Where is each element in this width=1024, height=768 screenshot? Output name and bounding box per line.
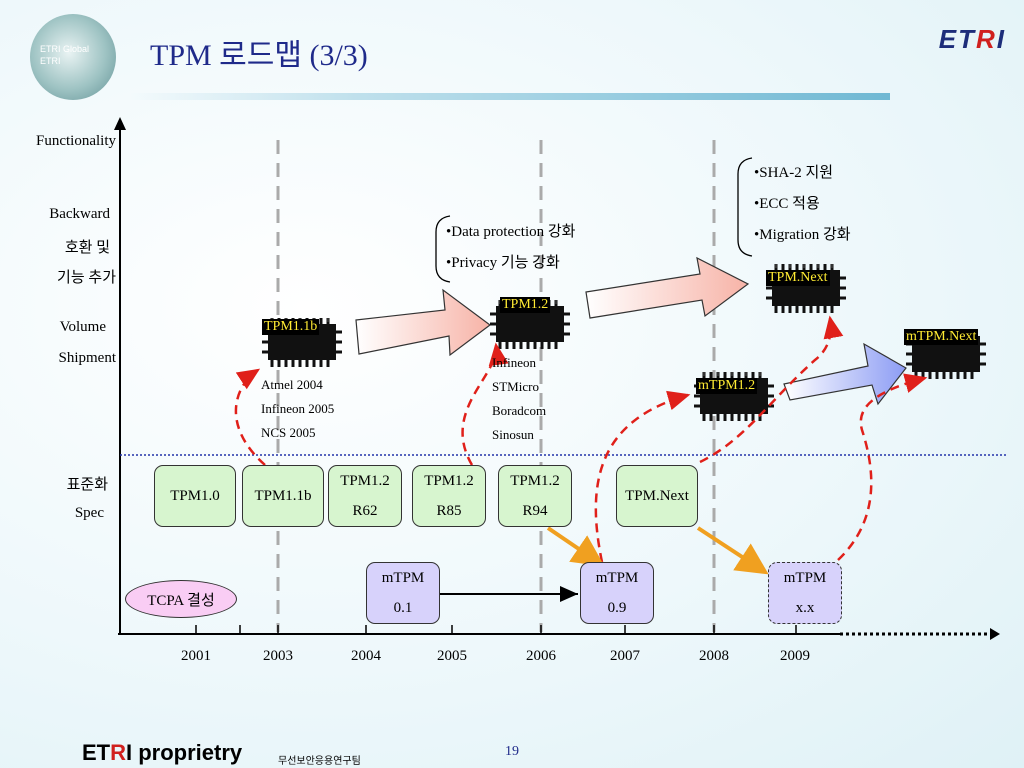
year-label: 2006 bbox=[526, 648, 556, 664]
feature-item: •SHA-2 지원 bbox=[754, 165, 834, 181]
logo-r: R bbox=[975, 24, 997, 54]
label-backward-1: Backward bbox=[49, 206, 110, 222]
footer-team: 무선보안응용연구팀 bbox=[278, 756, 361, 767]
feature-list-next: •SHA-2 지원 •ECC 적용 •Migration 강화 bbox=[754, 158, 851, 251]
x-axis-arrow bbox=[990, 628, 1000, 640]
year-label: 2007 bbox=[610, 648, 640, 664]
vendor-item: Atmel 2004 bbox=[261, 377, 323, 392]
logo-et: ET bbox=[938, 24, 976, 54]
chip-label-tpm12: TPM1.2 bbox=[500, 297, 551, 313]
spec-box-line1: TPM1.2 bbox=[510, 473, 560, 489]
spec-box-line2: R94 bbox=[522, 503, 548, 519]
vendor-item: STMicro bbox=[492, 379, 539, 394]
mtpm-box-line1: mTPM bbox=[381, 570, 425, 586]
footer-brand: ETRI proprietry bbox=[82, 740, 242, 766]
footer-brand-rest: I proprietry bbox=[126, 740, 243, 765]
spec-box-tpm11b: TPM1.1b bbox=[242, 465, 324, 527]
chip-label-tpmnext: TPM.Next bbox=[766, 270, 830, 286]
spec-box-line1: TPM1.2 bbox=[340, 473, 390, 489]
header-divider bbox=[130, 93, 890, 100]
chip-label-mtpm12: mTPM1.2 bbox=[696, 378, 758, 394]
label-shipment: Shipment bbox=[58, 350, 116, 366]
label-functionality: Functionality bbox=[36, 133, 116, 149]
tcpa-ellipse: TCPA 결성 bbox=[125, 580, 237, 618]
feature-list-12: •Data protection 강화 •Privacy 기능 강화 bbox=[446, 217, 575, 279]
red-arrow-mtpmxx-to-chip bbox=[837, 373, 928, 561]
label-standard: 표준화 bbox=[66, 477, 108, 493]
spec-box-tpm10: TPM1.0 bbox=[154, 465, 236, 527]
arrow-11b-to-12 bbox=[355, 288, 492, 357]
red-arrow-spec11b-to-chip bbox=[234, 368, 266, 466]
spec-box-tpmnext: TPM.Next bbox=[616, 465, 698, 527]
red-arrow-mtpm09-to-chip bbox=[594, 390, 691, 563]
arrow-mtpm12-to-mtpmnext bbox=[783, 342, 907, 406]
feature-item: •Data protection 강화 bbox=[446, 224, 576, 240]
year-label: 2005 bbox=[437, 648, 467, 664]
spec-box-tpm12-r62: TPM1.2 R62 bbox=[328, 465, 402, 527]
label-volume: Volume bbox=[59, 319, 106, 335]
y-axis-arrow bbox=[114, 117, 126, 130]
red-arrow-spec12-to-chip bbox=[461, 342, 509, 466]
red-arrow-specnext-to-chip bbox=[699, 315, 844, 464]
etri-logo: ETRI bbox=[939, 24, 1006, 55]
arrow-12-to-next bbox=[585, 256, 750, 319]
year-label: 2004 bbox=[351, 648, 381, 664]
feature-item: •Privacy 기능 강화 bbox=[446, 255, 560, 271]
vendor-item: Infineon bbox=[492, 355, 537, 370]
year-label: 2003 bbox=[263, 648, 293, 664]
orange-arrow-r94-to-mtpm09 bbox=[546, 526, 605, 567]
footer-brand-r: R bbox=[110, 740, 127, 765]
mtpm-box-line2: 0.1 bbox=[393, 600, 413, 616]
spec-box-line1: TPM1.2 bbox=[424, 473, 474, 489]
chip-label-tpm11b: TPM1.1b bbox=[262, 319, 320, 335]
spec-box-tpm12-r94: TPM1.2 R94 bbox=[498, 465, 572, 527]
year-guides bbox=[276, 140, 716, 632]
footer-brand-et: ET bbox=[82, 740, 111, 765]
orange-arrow-next-to-mtpmxx bbox=[696, 526, 769, 575]
vendor-item: NCS 2005 bbox=[261, 425, 316, 440]
mtpm-box-line1: mTPM bbox=[783, 570, 827, 586]
globe-text-1: ETRI Global bbox=[40, 44, 90, 54]
globe-text-2: ETRI bbox=[40, 56, 61, 66]
spec-box-line2: R85 bbox=[436, 503, 462, 519]
mtpm-box-line1: mTPM bbox=[595, 570, 639, 586]
spec-box-line1: TPM.Next bbox=[625, 488, 689, 504]
mtpm-box-line2: 0.9 bbox=[607, 600, 627, 616]
bracket-features-next bbox=[737, 157, 753, 257]
bracket-features-12 bbox=[435, 215, 451, 283]
feature-item: •Migration 강화 bbox=[754, 227, 851, 243]
spec-box-line1: TPM1.1b bbox=[254, 488, 312, 504]
etri-globe-logo: ETRI Global ETRI bbox=[30, 14, 116, 100]
vendor-list-12: Infineon STMicro Boradcom Sinosun bbox=[492, 351, 546, 447]
page-number: 19 bbox=[505, 744, 519, 759]
spec-box-line1: TPM1.0 bbox=[170, 488, 220, 504]
spec-box-line2: R62 bbox=[352, 503, 378, 519]
mtpm-box-line2: x.x bbox=[795, 600, 815, 616]
year-label: 2008 bbox=[699, 648, 729, 664]
vendor-item: Sinosun bbox=[492, 427, 534, 442]
feature-item: •ECC 적용 bbox=[754, 196, 820, 212]
label-backward-2: 호환 및 bbox=[64, 240, 110, 256]
label-spec: Spec bbox=[74, 505, 104, 521]
chip-label-mtpmnext: mTPM.Next bbox=[904, 329, 979, 345]
vendor-item: Boradcom bbox=[492, 403, 547, 418]
mtpm-box-01: mTPM 0.1 bbox=[366, 562, 440, 624]
spec-box-tpm12-r85: TPM1.2 R85 bbox=[412, 465, 486, 527]
vendor-list-11b: Atmel 2004 Infineon 2005 NCS 2005 bbox=[261, 373, 334, 445]
page-title: TPM 로드맵 (3/3) bbox=[150, 39, 368, 72]
vendor-item: Infineon 2005 bbox=[261, 401, 335, 416]
mtpm-box-09: mTPM 0.9 bbox=[580, 562, 654, 624]
year-label: 2009 bbox=[780, 648, 810, 664]
mtpm-box-xx: mTPM x.x bbox=[768, 562, 842, 624]
logo-i: I bbox=[996, 24, 1006, 54]
year-label: 2001 bbox=[181, 648, 211, 664]
year-ticks bbox=[195, 625, 797, 634]
label-backward-3: 기능 추가 bbox=[57, 270, 116, 286]
